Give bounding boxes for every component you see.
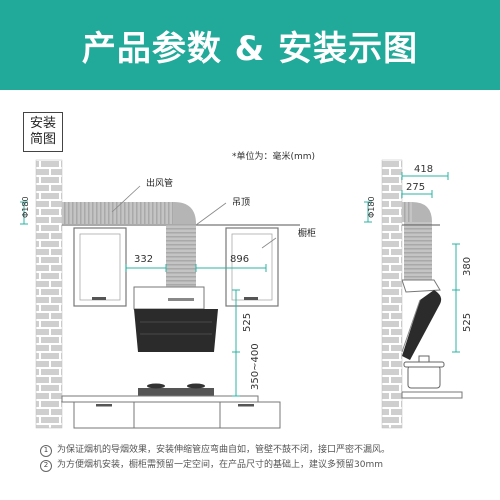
note-number-1: 1 [40, 444, 52, 457]
side-exhaust-pipe-elbow [412, 202, 432, 222]
dim-phi180-front: Φ180 [21, 196, 30, 218]
dim-525-front: 525 [242, 313, 253, 332]
install-label-line1: 安装 [29, 116, 56, 131]
dim-350-400: 350~400 [250, 343, 261, 390]
front-exhaust-pipe-elbow [174, 202, 196, 224]
label-cabinet: 橱柜 [298, 227, 316, 239]
front-left-cabinet-handle [92, 297, 106, 300]
dim-525-side: 525 [462, 313, 473, 332]
page-title: 产品参数 & 安装示图 [81, 28, 419, 69]
front-exhaust-pipe-vertical [166, 224, 196, 288]
dim-896: 896 [230, 254, 249, 265]
front-brick-wall [35, 159, 63, 429]
front-view: Φ180 332 896 525 350~400 出风管 吊顶 橱柜 [20, 159, 316, 429]
dim-275: 275 [406, 182, 425, 193]
front-hood-panel [134, 309, 218, 352]
note-number-2: 2 [40, 459, 52, 472]
note-item-2: 2 为方便烟机安装，橱柜需预留一定空间，在产品尺寸的基础上，建议多预留30mm [40, 458, 490, 473]
install-diagram-label: 安装 简图 [23, 112, 63, 152]
side-countertop [401, 391, 463, 399]
dim-418: 418 [414, 164, 433, 175]
unit-note: *单位为：毫米(mm) [232, 152, 316, 162]
front-left-wall-cabinet [73, 227, 127, 307]
side-brick-wall [381, 159, 403, 429]
side-view: 418 275 Φ180 380 525 [364, 159, 473, 429]
note-text-2: 为方便烟机安装，橱柜需预留一定空间，在产品尺寸的基础上，建议多预留30mm [57, 460, 383, 470]
side-cooking-pot [407, 365, 441, 389]
front-base-cabinet-mid [133, 401, 221, 429]
front-right-wall-cabinet [225, 227, 279, 307]
front-right-cabinet-handle [244, 297, 258, 300]
label-exhaust-pipe: 出风管 [146, 177, 173, 189]
install-label-line2: 简图 [29, 132, 56, 147]
dim-332: 332 [134, 254, 153, 265]
front-leader-lines [111, 185, 277, 249]
front-countertop [61, 395, 259, 403]
side-hood-profile [401, 279, 441, 293]
side-hood-panel [402, 290, 442, 360]
dim-phi180-side: Φ180 [367, 196, 376, 218]
front-stove [138, 388, 214, 396]
dim-380: 380 [462, 257, 473, 276]
side-dimension-lines [364, 172, 460, 353]
title-banner: 产品参数 & 安装示图 [0, 0, 500, 90]
side-exhaust-pipe-horizontal [402, 202, 412, 222]
front-exhaust-pipe-horizontal [62, 202, 174, 224]
notes-section: 1 为保证烟机的导烟效果，安装伸缩管应弯曲自如，管壁不鼓不闭，接口严密不漏风。 … [40, 443, 490, 473]
note-text-1: 为保证烟机的导烟效果，安装伸缩管应弯曲自如，管壁不鼓不闭，接口严密不漏风。 [57, 445, 391, 455]
front-dimension-lines [20, 201, 267, 397]
side-exhaust-pipe-vertical [404, 222, 432, 282]
note-item-1: 1 为保证烟机的导烟效果，安装伸缩管应弯曲自如，管壁不鼓不闭，接口严密不漏风。 [40, 443, 490, 458]
label-ceiling: 吊顶 [232, 197, 250, 208]
